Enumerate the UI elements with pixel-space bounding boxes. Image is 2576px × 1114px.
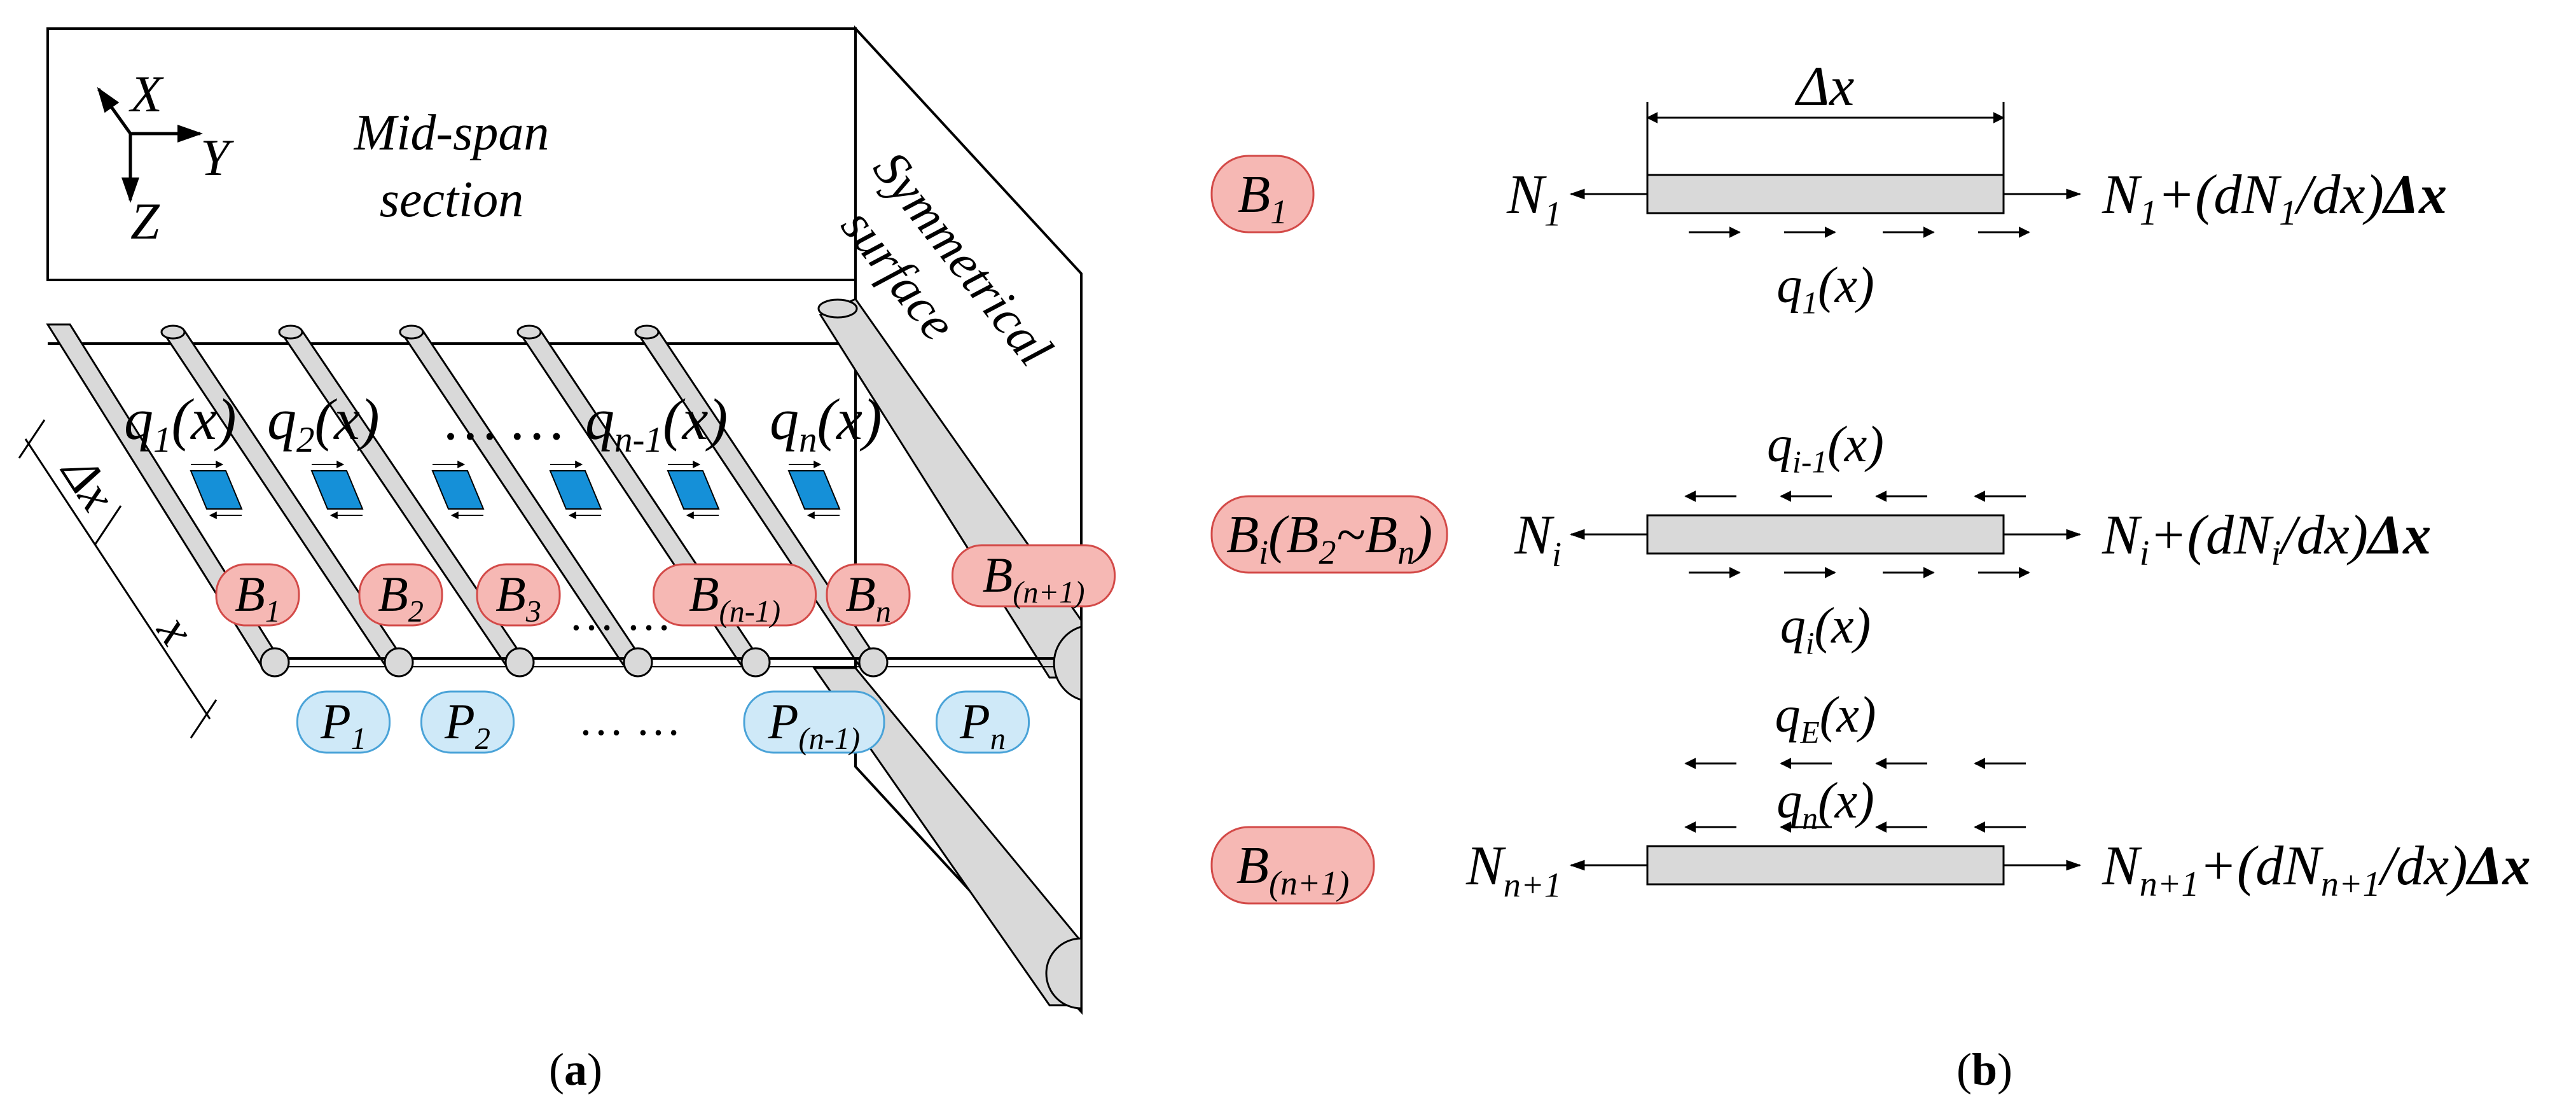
badge-b-label: B2 xyxy=(378,566,424,629)
q-labels-a: q1(x) q2(x) … … qn-1(x) qn(x) xyxy=(124,387,882,460)
panel-b: Δx B1 N1 N1+(dN1/dx)Δx q1(x) Bi(B2~Bn) Ni Ni+(… xyxy=(1210,56,2531,1095)
q-label-dots: … … xyxy=(445,387,564,452)
badge-b-2: B2 xyxy=(358,563,443,629)
dimension-left xyxy=(18,419,218,739)
free-body-bar xyxy=(1646,514,2005,555)
badge-b-n-1: B(n-1) xyxy=(653,563,817,629)
dim-dx-label: Δx xyxy=(50,445,126,521)
row-badge: B1 xyxy=(1210,155,1315,233)
shear-panel xyxy=(549,461,602,519)
axis-x-label: X xyxy=(128,65,164,123)
b-dots-label: … … xyxy=(569,589,672,640)
equilibrium-rows: B1 N1 N1+(dN1/dx)Δx q1(x) Bi(B2~Bn) Ni Ni+(dNi… xyxy=(1210,155,2531,905)
shear-panel xyxy=(310,461,364,519)
row-badge-label: Bi(B2~Bn) xyxy=(1226,505,1432,571)
badge-b-n: Bn xyxy=(826,563,911,629)
badge-b-label: Bn xyxy=(845,566,891,629)
beam-nodes xyxy=(260,625,1083,1010)
q-label-bottom: q1(x) xyxy=(1776,258,1874,321)
badge-p-1: P1 xyxy=(296,690,391,756)
badge-p-label: P(n-1) xyxy=(768,693,860,756)
shear-panel xyxy=(190,461,243,519)
q-label-top: qE(x) xyxy=(1775,687,1876,750)
q-label-top: qi-1(x) xyxy=(1767,417,1884,480)
force-left-label: N1 xyxy=(1506,164,1562,233)
row-badge-label: B1 xyxy=(1238,165,1287,231)
bar-caps xyxy=(160,298,858,340)
force-left-label: Ni xyxy=(1514,505,1562,573)
dx-label: Δx xyxy=(1795,56,1855,118)
b-badges-a: B1 B2 B3 B(n-1) Bn B(n+1) xyxy=(215,544,1116,629)
q-label-bottom: qi(x) xyxy=(1780,598,1871,661)
force-right-label: Nn+1+(dNn+1/dx)Δx xyxy=(2102,835,2531,904)
axes xyxy=(97,87,203,203)
badge-p-n: Pn xyxy=(936,690,1030,756)
force-left-label: Nn+1 xyxy=(1465,835,1562,904)
q-label-middle: qn(x) xyxy=(1776,773,1874,836)
free-body-bar xyxy=(1646,174,2005,214)
row-2: Bi(B2~Bn) Ni Ni+(dNi/dx)Δx qi-1(x) qi(x) xyxy=(1210,417,2431,661)
dx-dimension xyxy=(1646,102,2005,175)
row-1: B1 N1 N1+(dN1/dx)Δx q1(x) xyxy=(1210,155,2447,321)
badge-p-n-1: P(n-1) xyxy=(743,690,885,756)
force-right-label: N1+(dN1/dx)Δx xyxy=(2102,164,2447,233)
row-badge: Bi(B2~Bn) xyxy=(1210,495,1448,574)
q-label-n: qn(x) xyxy=(770,387,882,460)
shear-panel xyxy=(787,461,841,519)
badge-b-label: B(n-1) xyxy=(689,566,780,629)
badge-p-label: Pn xyxy=(959,693,1006,756)
row-3: B(n+1) Nn+1 Nn+1+(dNn+1/dx)Δx qE(x) qn(x) xyxy=(1210,687,2531,905)
axis-y-label: Y xyxy=(200,129,234,186)
p-dots-label: … … xyxy=(578,694,681,745)
caption-b: (b) xyxy=(1956,1044,2012,1095)
midspan-label-line2: section xyxy=(380,172,524,228)
axis-z-label: Z xyxy=(130,192,160,250)
free-body-bar xyxy=(1646,845,2005,886)
q-label-2: q2(x) xyxy=(267,387,380,460)
badge-b-1: B1 xyxy=(215,563,300,629)
badge-b-label: B3 xyxy=(495,566,541,629)
shear-panels xyxy=(190,461,841,519)
badge-p-label: P1 xyxy=(320,693,366,756)
q-label-n-1: qn-1(x) xyxy=(585,387,728,460)
q-label-1: q1(x) xyxy=(124,387,237,460)
caption-a: (a) xyxy=(549,1044,602,1095)
badge-p-label: P2 xyxy=(444,693,490,756)
panel-a: X Y Z Mid-span section Symmetrical surfa… xyxy=(18,25,1116,1095)
shear-panel xyxy=(667,461,720,519)
badge-p-2: P2 xyxy=(420,690,515,756)
row-badge-label: B(n+1) xyxy=(1236,836,1350,902)
badge-b-3: B3 xyxy=(476,563,561,629)
row-badge: B(n+1) xyxy=(1210,826,1375,905)
badge-b-n+1: B(n+1) xyxy=(952,544,1116,609)
shear-panel xyxy=(431,461,485,519)
midspan-label-line1: Mid-span xyxy=(354,105,550,161)
badge-b-label: B(n+1) xyxy=(983,547,1085,609)
badge-b-label: B1 xyxy=(235,566,280,629)
p-badges-a: P1 P2 P(n-1) Pn xyxy=(296,690,1030,756)
dim-x-label: x xyxy=(146,605,205,655)
force-right-label: Ni+(dNi/dx)Δx xyxy=(2102,505,2431,573)
axis-x-arrow xyxy=(97,87,132,135)
